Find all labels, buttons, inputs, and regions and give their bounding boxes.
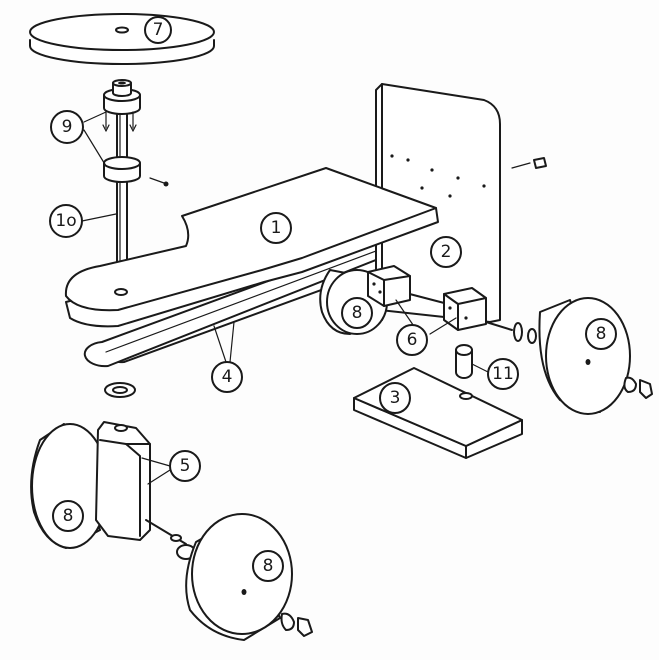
clamp-collar-bottom bbox=[103, 156, 141, 183]
leader-lines bbox=[81, 111, 489, 485]
svg-text:8: 8 bbox=[352, 303, 363, 323]
stop-peg bbox=[455, 344, 473, 379]
label-side-rails: 4 bbox=[211, 361, 243, 393]
label-front-block: 5 bbox=[169, 450, 201, 482]
label-body-board: 1 bbox=[260, 212, 292, 244]
rear-wheel-right bbox=[538, 297, 653, 415]
svg-text:6: 6 bbox=[407, 330, 418, 350]
label-rear-wheel-right: 8 bbox=[585, 318, 617, 350]
svg-text:11: 11 bbox=[492, 364, 514, 384]
svg-text:2: 2 bbox=[441, 242, 452, 262]
label-stop-peg: 11 bbox=[487, 358, 519, 390]
svg-text:4: 4 bbox=[222, 367, 233, 387]
svg-text:8: 8 bbox=[596, 324, 607, 344]
label-seat-top: 7 bbox=[144, 16, 172, 44]
washer bbox=[104, 382, 136, 398]
label-front-wheel-right: 8 bbox=[252, 550, 284, 582]
front-wheel-right bbox=[185, 513, 313, 641]
front-block bbox=[95, 421, 196, 560]
svg-text:7: 7 bbox=[153, 20, 164, 40]
side-rails bbox=[83, 239, 399, 368]
seat-disc bbox=[29, 13, 215, 65]
svg-text:3: 3 bbox=[390, 388, 401, 408]
label-spindle: 1o bbox=[49, 204, 83, 238]
svg-text:9: 9 bbox=[62, 117, 73, 137]
label-rear-axle-blocks: 6 bbox=[396, 324, 428, 356]
svg-text:5: 5 bbox=[180, 456, 191, 476]
svg-text:8: 8 bbox=[263, 556, 274, 576]
svg-text:1: 1 bbox=[271, 218, 282, 238]
clamp-collar-top bbox=[103, 79, 141, 115]
label-clamp-collars: 9 bbox=[50, 110, 84, 144]
collar-screws bbox=[102, 111, 169, 187]
label-back-board: 2 bbox=[430, 236, 462, 268]
svg-text:1o: 1o bbox=[55, 211, 76, 231]
label-front-wheel-left: 8 bbox=[52, 500, 84, 532]
svg-text:8: 8 bbox=[63, 506, 74, 526]
body-board bbox=[64, 167, 439, 328]
label-rear-wheel-left: 8 bbox=[341, 297, 373, 329]
label-footboard: 3 bbox=[379, 382, 411, 414]
